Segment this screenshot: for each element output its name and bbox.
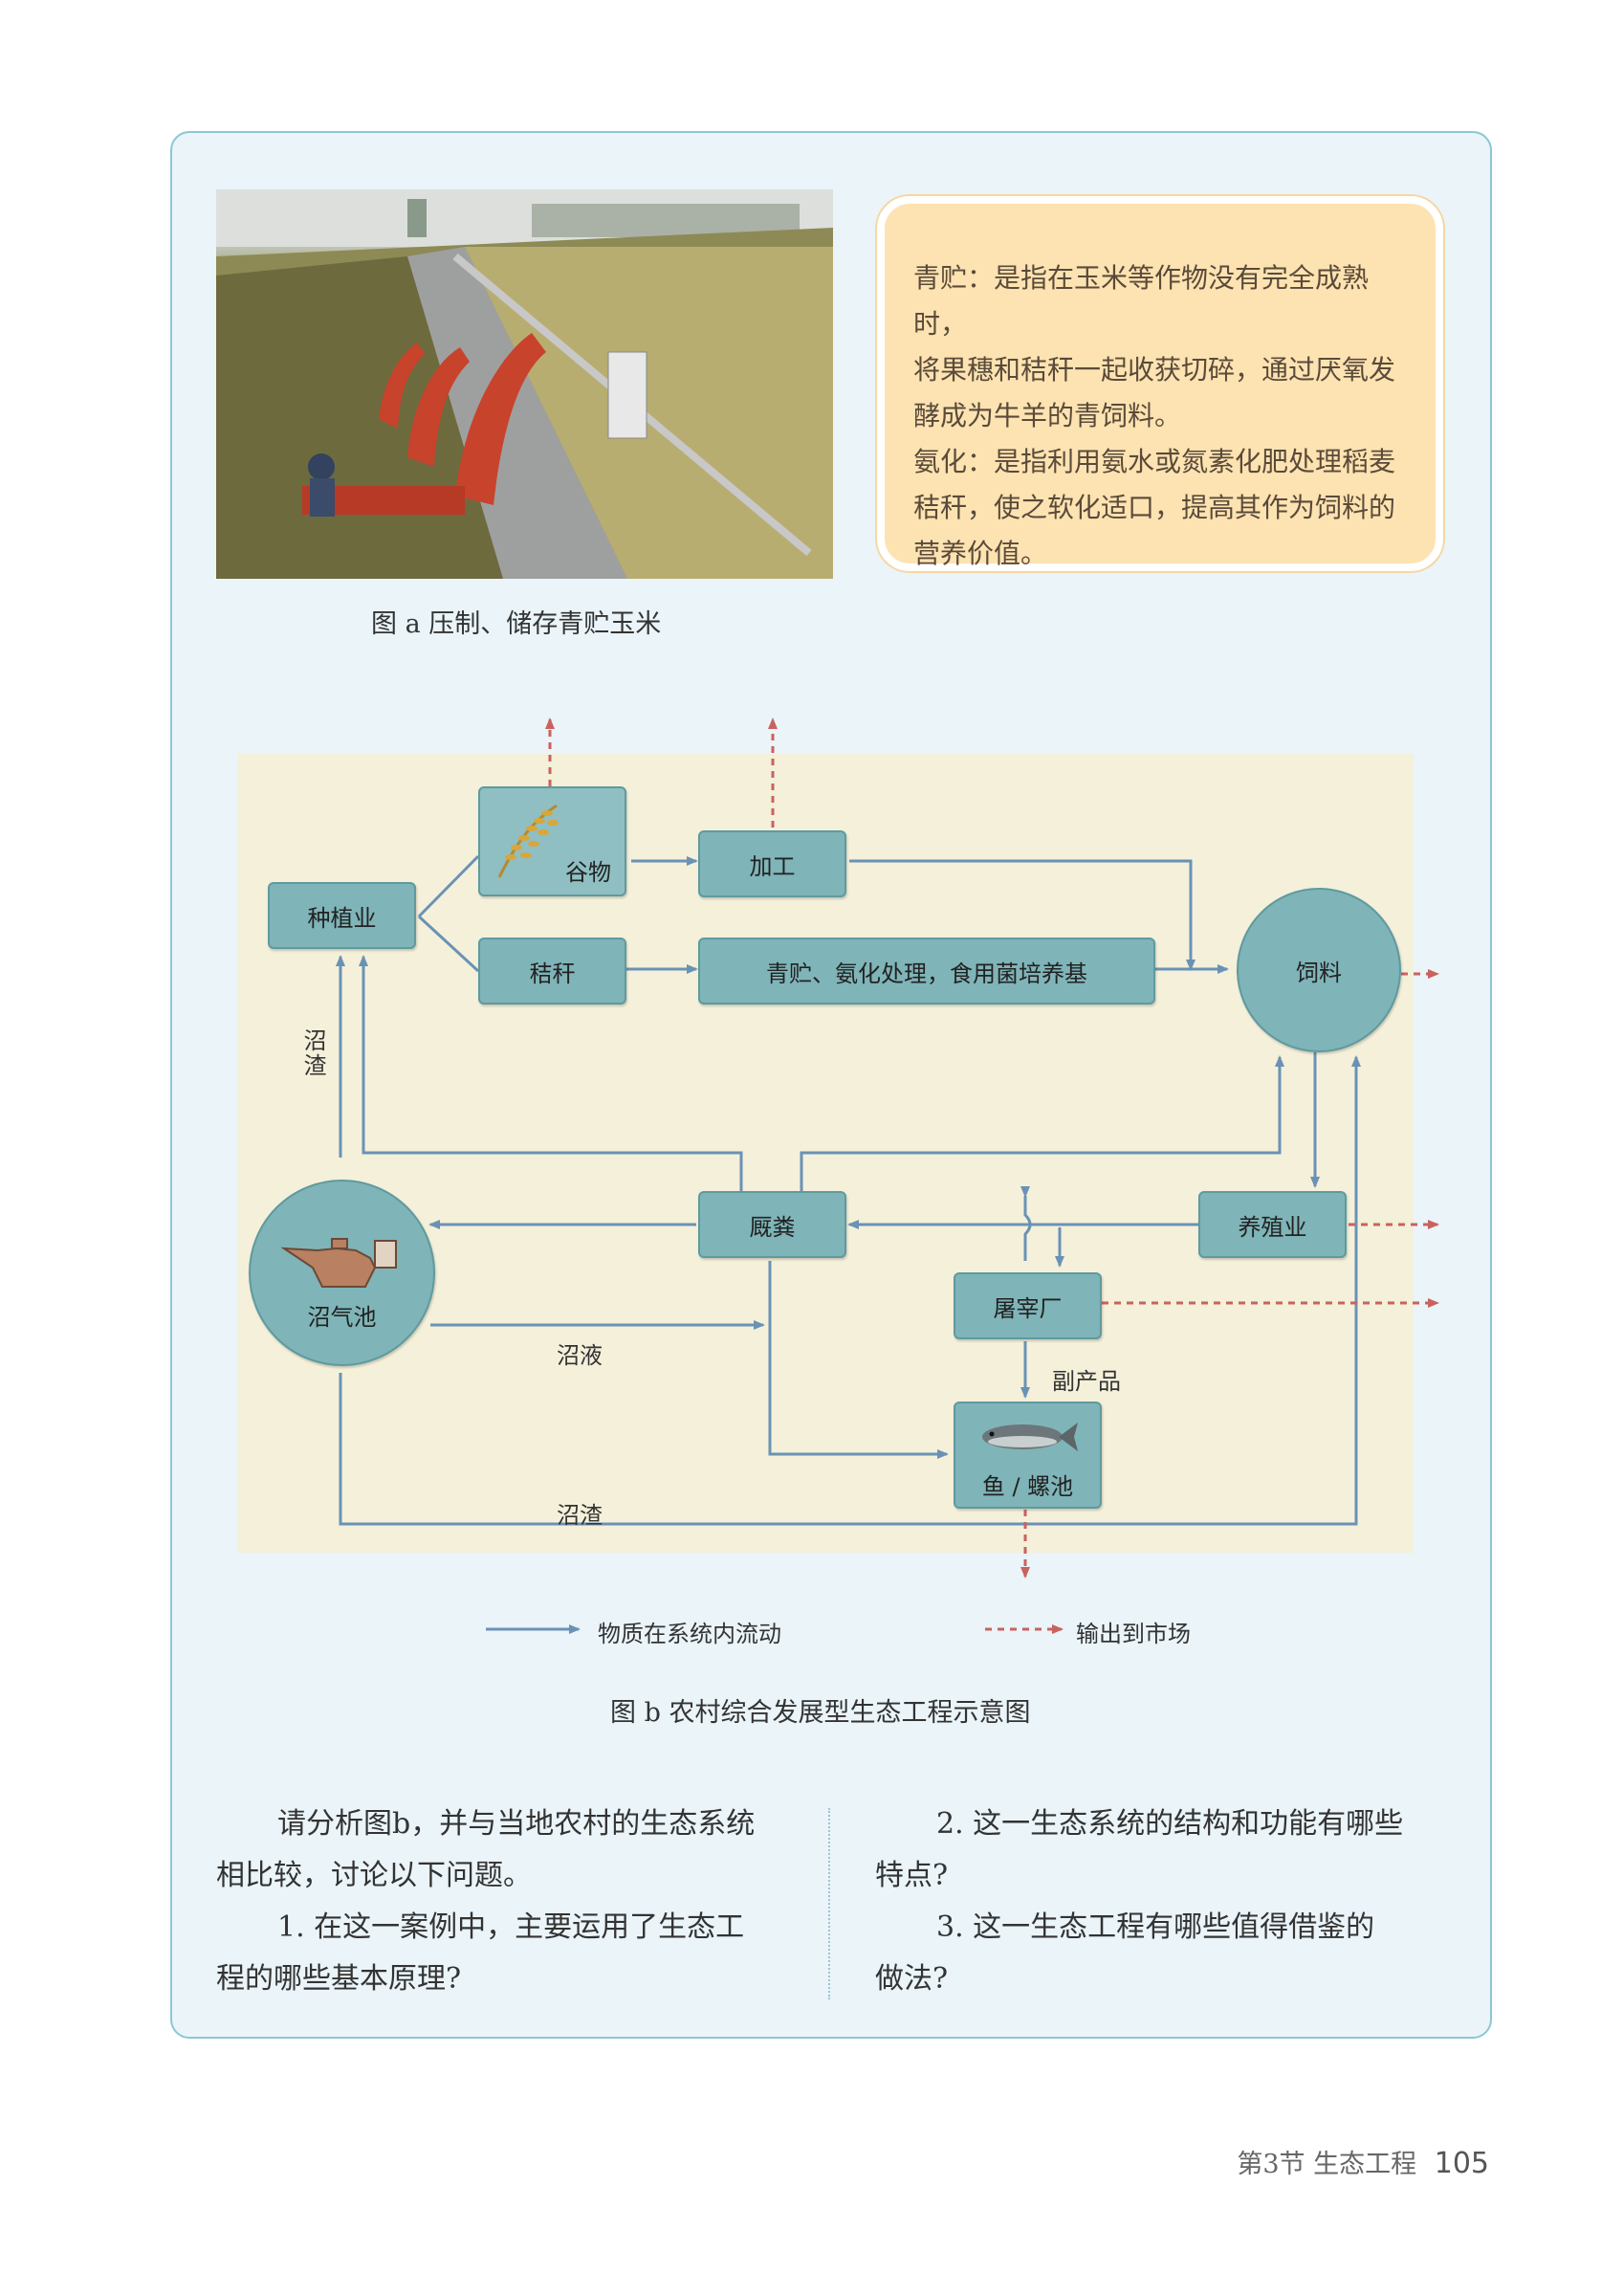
- question-3-line: 做法?: [875, 1954, 1459, 2005]
- question-2-line: 特点?: [875, 1850, 1459, 1902]
- question-1-line: 1. 在这一案例中，主要运用了生态工: [216, 1902, 800, 1954]
- legend-internal-flow: 物质在系统内流动: [598, 1615, 781, 1648]
- node-slaughterhouse: 屠宰厂: [954, 1272, 1102, 1339]
- fish-icon: [975, 1413, 1080, 1461]
- figure-b-caption: 图 b 农村综合发展型生态工程示意图: [610, 1691, 1030, 1729]
- node-processing: 加工: [698, 830, 846, 897]
- node-livestock: 养殖业: [1198, 1191, 1347, 1258]
- node-straw: 秸秆: [478, 938, 626, 1004]
- question-1-line: 程的哪些基本原理?: [216, 1954, 800, 2005]
- node-grain-label: 谷物: [565, 853, 611, 887]
- edge-label-residue-up: 沼渣: [296, 1028, 330, 1078]
- node-biogas-pool: 沼气池: [249, 1180, 435, 1366]
- edge-label-slurry: 沼液: [557, 1336, 603, 1370]
- node-planting: 种植业: [268, 882, 416, 949]
- question-3-line: 3. 这一生态工程有哪些值得借鉴的: [875, 1902, 1459, 1954]
- node-silage-ammoniation: 青贮、氨化处理，食用菌培养基: [698, 938, 1155, 1004]
- rice-icon: [490, 796, 576, 882]
- node-grain: 谷物: [478, 786, 626, 896]
- page-footer: 第3节 生态工程 105: [1237, 2143, 1489, 2180]
- node-biogas-label: 沼气池: [308, 1298, 377, 1332]
- edge-label-byproduct: 副产品: [1052, 1362, 1121, 1396]
- node-fish-pond: 鱼 / 螺池: [954, 1402, 1102, 1509]
- question-2-line: 2. 这一生态系统的结构和功能有哪些: [875, 1799, 1459, 1850]
- biogas-tank-icon: [279, 1229, 404, 1306]
- discussion-right-column: 2. 这一生态系统的结构和功能有哪些 特点? 3. 这一生态工程有哪些值得借鉴的…: [875, 1799, 1459, 2005]
- column-divider: [828, 1808, 830, 1999]
- discussion-left-column: 请分析图b，并与当地农村的生态系统 相比较，讨论以下问题。 1. 在这一案例中，…: [216, 1799, 800, 2005]
- question-intro-line: 请分析图b，并与当地农村的生态系统: [216, 1799, 800, 1850]
- footer-section: 第3节 生态工程: [1237, 2150, 1416, 2179]
- page-number: 105: [1435, 2147, 1489, 2180]
- node-manure: 厩粪: [698, 1191, 846, 1258]
- edge-label-residue-bottom: 沼渣: [557, 1496, 603, 1530]
- question-intro-line: 相比较，讨论以下问题。: [216, 1850, 800, 1902]
- legend-market-output: 输出到市场: [1076, 1615, 1191, 1648]
- node-fish-label: 鱼 / 螺池: [982, 1468, 1073, 1501]
- node-feed: 饲料: [1237, 888, 1401, 1052]
